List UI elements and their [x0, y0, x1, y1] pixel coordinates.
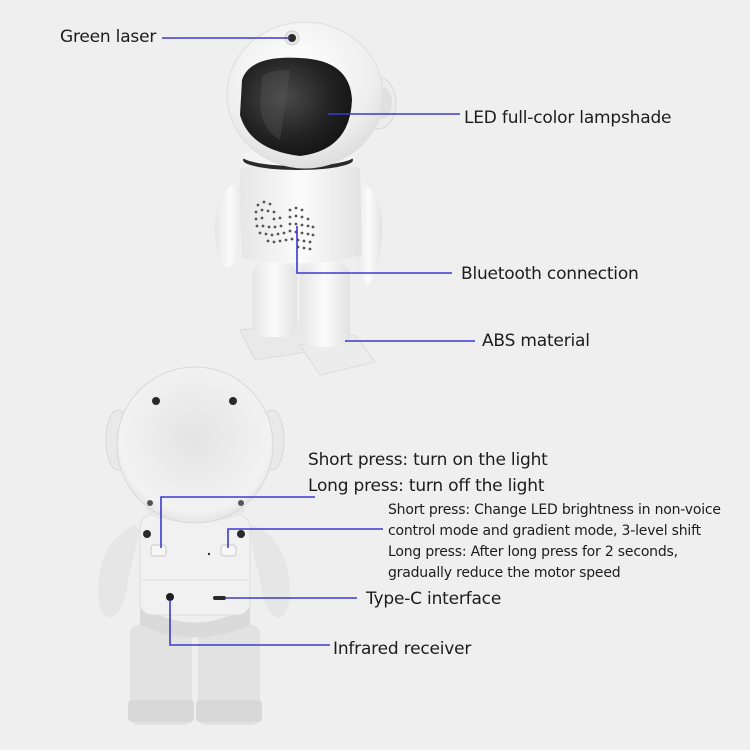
label-power-button: Short press: turn on the light Long pres… [308, 447, 548, 499]
front-robot [214, 21, 397, 376]
label-type-c-interface: Type-C interface [366, 589, 502, 609]
power-button-shape [150, 544, 167, 557]
mode-line-2: control mode and gradient mode, 3-level … [388, 523, 701, 539]
callout-lines [160, 37, 475, 646]
label-green-laser: Green laser [60, 27, 157, 47]
mode-line-4: gradually reduce the motor speed [388, 565, 621, 581]
power-short-press: Short press: turn on the light [308, 450, 548, 470]
label-bluetooth-connection: Bluetooth connection [461, 264, 639, 284]
back-robot [98, 366, 290, 725]
speaker-grille [254, 200, 315, 251]
label-infrared-receiver: Infrared receiver [333, 639, 472, 659]
power-long-press: Long press: turn off the light [308, 476, 545, 496]
label-abs-material: ABS material [482, 331, 590, 351]
mode-line-3: Long press: After long press for 2 secon… [388, 544, 678, 560]
label-led-lampshade: LED full-color lampshade [464, 108, 672, 128]
mode-line-1: Short press: Change LED brightness in no… [388, 502, 721, 518]
label-mode-button: Short press: Change LED brightness in no… [388, 500, 721, 584]
